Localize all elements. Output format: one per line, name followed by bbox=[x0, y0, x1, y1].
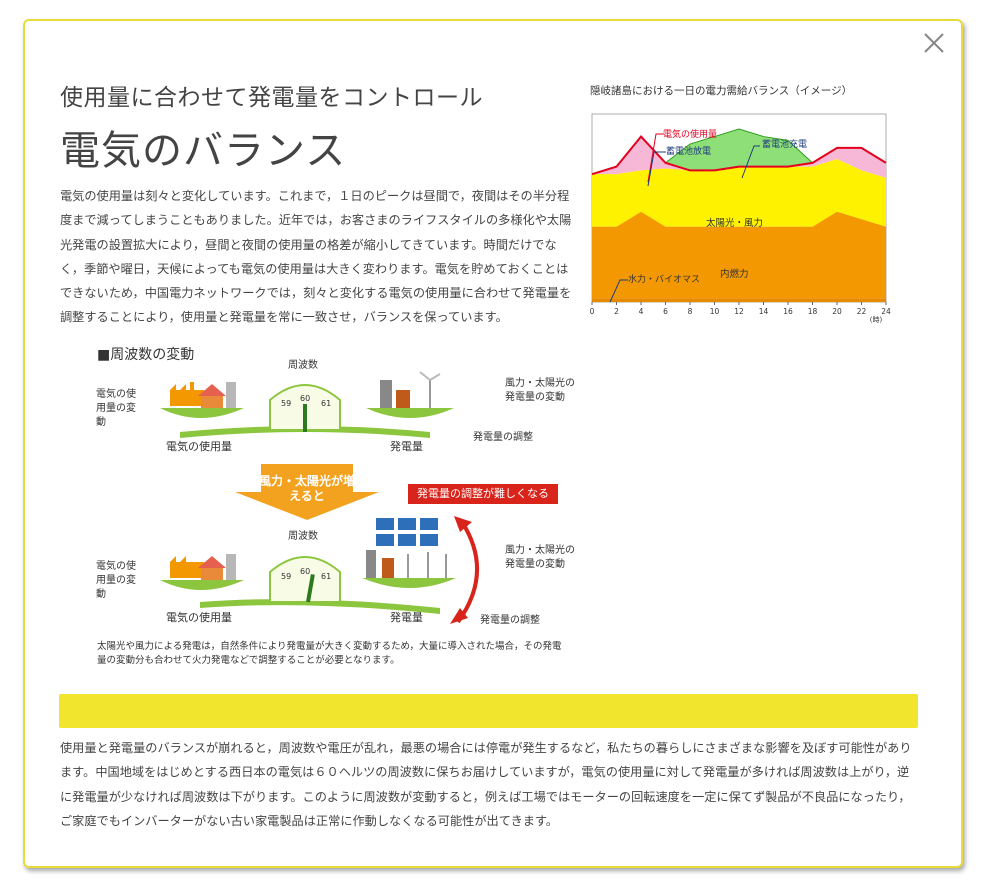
close-icon[interactable] bbox=[921, 30, 947, 56]
warning-badge: 発電量の調整が難しくなる bbox=[408, 484, 558, 504]
yellow-divider-bar bbox=[59, 694, 918, 728]
label-discharge: 蓄電池放電 bbox=[666, 147, 712, 157]
area-solar-wind bbox=[592, 159, 886, 227]
section-title-frequency: ■周波数の変動 bbox=[97, 347, 195, 363]
label-hydro-bio: 水力・バイオマス bbox=[628, 275, 701, 285]
house-icon bbox=[198, 556, 226, 580]
x-tick-label: 2 bbox=[614, 307, 619, 316]
x-tick-label: 6 bbox=[663, 307, 668, 316]
wind-turbine-icon bbox=[419, 371, 441, 408]
bottom-text: 使用量と発電量のバランスが崩れると，周波数や電圧が乱れ，最悪の場合には停電が発生… bbox=[60, 741, 912, 828]
bottom-dial-59: 59 bbox=[281, 572, 292, 581]
chart-title: 隠岐諸島における一日の電力需給バランス（イメージ） bbox=[590, 85, 853, 97]
top-right-pan-label: 発電量 bbox=[390, 440, 423, 453]
x-tick-label: 18 bbox=[808, 307, 818, 316]
wind-turbine-icon bbox=[407, 552, 447, 578]
power-plant-icon bbox=[366, 550, 394, 578]
bottom-frequency-label: 周波数 bbox=[288, 531, 318, 542]
x-tick-label: 24 bbox=[881, 307, 891, 316]
x-tick-label: 16 bbox=[783, 307, 793, 316]
diagram-footnote: 太陽光や風力による発電は，自然条件により発電量が大きく変動するため，大量に導入さ… bbox=[97, 641, 562, 666]
label-solar-wind: 太陽光・風力 bbox=[706, 218, 764, 229]
page-title: 電気のバランス bbox=[60, 128, 347, 174]
intro-text: 電気の使用量は刻々と変化しています。これまで，１日のピークは昼間で，夜間はその半… bbox=[60, 189, 572, 325]
page-subtitle: 使用量に合わせて発電量をコントロール bbox=[60, 85, 483, 111]
x-tick-label: 20 bbox=[832, 307, 842, 316]
solar-panel-icon bbox=[376, 518, 438, 546]
bottom-scale-illustration bbox=[160, 518, 456, 614]
label-usage: 電気の使用量 bbox=[663, 130, 718, 140]
factory-icon bbox=[170, 556, 204, 578]
factory-icon bbox=[170, 382, 204, 406]
top-right-change-label: 風力・太陽光の発電量の変動 bbox=[505, 378, 575, 403]
x-tick-label: 8 bbox=[688, 307, 693, 316]
x-tick-label: 0 bbox=[590, 307, 595, 316]
series-usage-line bbox=[591, 135, 887, 176]
top-left-pan-label: 電気の使用量 bbox=[166, 440, 232, 453]
top-frequency-label: 周波数 bbox=[288, 360, 318, 371]
house-icon bbox=[198, 384, 226, 408]
x-tick-label: 22 bbox=[857, 307, 867, 316]
building-icon bbox=[226, 382, 236, 408]
chart-unit-label: (時) bbox=[870, 316, 883, 324]
top-scale-illustration bbox=[160, 371, 454, 438]
x-tick-label: 4 bbox=[639, 307, 644, 316]
top-dial-61: 61 bbox=[321, 399, 332, 408]
x-tick-label: 14 bbox=[759, 307, 769, 316]
top-adjust-label: 発電量の調整 bbox=[473, 432, 533, 443]
label-charge: 蓄電池充電 bbox=[762, 140, 808, 150]
top-dial-60: 60 bbox=[300, 394, 311, 403]
area-discharge bbox=[592, 136, 886, 178]
bottom-left-pan-label: 電気の使用量 bbox=[166, 611, 232, 624]
label-combustion: 内燃力 bbox=[720, 269, 749, 280]
x-tick-label: 12 bbox=[734, 307, 744, 316]
bottom-right-change-label: 風力・太陽光の発電量の変動 bbox=[505, 545, 575, 570]
chart-leader-lines bbox=[609, 133, 760, 303]
area-hydro-bio bbox=[592, 298, 886, 302]
bottom-dial-60: 60 bbox=[300, 567, 311, 576]
bottom-left-change-label: 電気の使用量の変動 bbox=[96, 561, 136, 600]
area-combustion bbox=[592, 211, 886, 299]
bottom-right-pan-label: 発電量 bbox=[390, 611, 423, 624]
top-left-change-label: 電気の使用量の変動 bbox=[96, 389, 136, 428]
building-icon bbox=[226, 554, 236, 580]
red-double-arrow-icon bbox=[450, 516, 480, 624]
bottom-dial-61: 61 bbox=[321, 572, 332, 581]
down-arrow-icon bbox=[235, 464, 379, 520]
arrow-text: 風力・太陽光が増えると bbox=[258, 474, 355, 503]
bottom-adjust-label: 発電量の調整 bbox=[480, 615, 540, 626]
top-dial-59: 59 bbox=[281, 399, 292, 408]
x-tick-label: 10 bbox=[710, 307, 720, 316]
power-plant-icon bbox=[380, 380, 410, 408]
